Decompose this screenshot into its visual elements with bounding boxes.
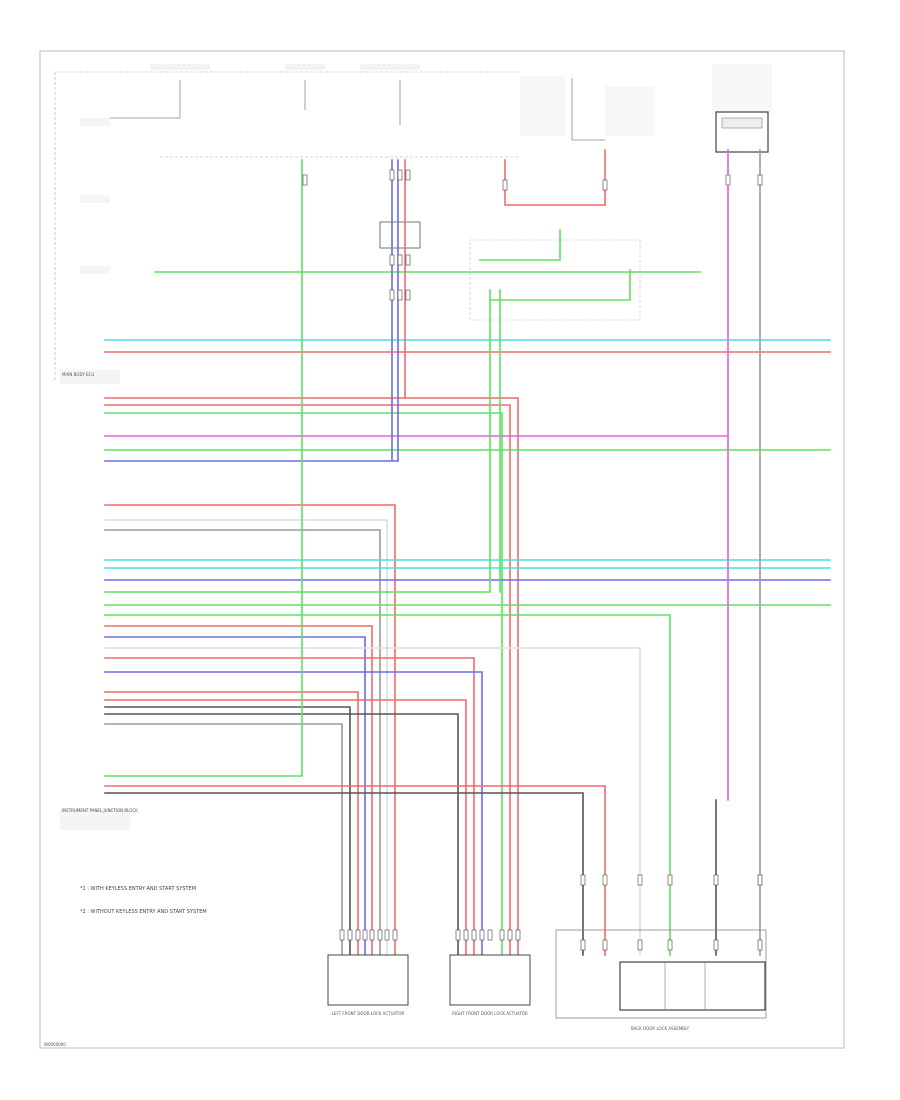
connector-38 [637,939,643,951]
wire-gray-h1 [104,529,381,956]
connector-28 [507,929,513,941]
left-front-door-actuator-box [327,954,409,1006]
wire-green-h7 [104,159,303,777]
connector-18 [369,929,375,941]
label-back-door-lock: BACK DOOR LOCK ASSEMBLY [631,1026,690,1031]
connector-21 [392,929,398,941]
connector-0 [302,174,308,186]
footer-code: W0000000 [44,1042,66,1047]
connector-7 [757,174,763,186]
wire-gray-h2 [104,723,343,956]
note-2: *2 : WITHOUT KEYLESS ENTRY AND START SYS… [80,909,207,915]
connector-23 [463,929,469,941]
back-door-lock-inner-box [619,961,766,1011]
label-main-body-ecu: MAIN BODY ECU [62,372,94,377]
wire-blue-h4 [104,671,483,956]
wire-red-h7 [104,691,359,956]
connector-2 [397,169,403,181]
wire-green-v1 [479,229,561,261]
wire-green-v2 [489,269,631,301]
connector-1 [389,169,395,181]
connector-39 [667,939,673,951]
wire-blue-h1 [104,159,399,462]
connector-24 [471,929,477,941]
connector-29 [515,929,521,941]
connector-22 [455,929,461,941]
label-left-front-door-actuator: LEFT FRONT DOOR LOCK ACTUATOR [332,1011,405,1016]
right-front-door-actuator-box [449,954,531,1006]
door-lock-switch-box [469,239,641,321]
wire-dark-h2 [104,713,459,956]
connector-11 [389,289,395,301]
wire-light-h1 [104,519,388,956]
connector-10 [405,254,411,266]
connector-35 [757,874,763,886]
label-right-front-door-actuator: RIGHT FRONT DOOR LOCK ACTUATOR [452,1011,528,1016]
connector-4 [502,179,508,191]
connector-41 [757,939,763,951]
wire-green-h2 [104,412,503,956]
label-junction-block: INSTRUMENT PANEL JUNCTION BLOCK [62,808,138,813]
wire-green-h4 [104,289,491,593]
connector-5 [602,179,608,191]
wire-dark-h1 [104,706,351,956]
wire-red-h6 [104,657,475,956]
wire-light-h2 [104,647,641,956]
connector-15 [347,929,353,941]
connector-27 [499,929,505,941]
fuse-drops [110,78,605,141]
back-door-lock-outer-box [555,929,767,1019]
connector-32 [637,874,643,886]
wire-red-h2 [104,397,519,956]
connector-12 [397,289,403,301]
connector-14 [339,929,345,941]
connector-25 [479,929,485,941]
wire-blue-h3 [104,636,366,956]
connector-17 [362,929,368,941]
wire-dark-h3 [104,792,584,956]
connector-8 [389,254,395,266]
connector-30 [580,874,586,886]
wire-red-h8 [104,699,467,956]
connector-3 [405,169,411,181]
wire-green-h6 [104,614,671,956]
header-labels [60,64,772,830]
connector-19 [377,929,383,941]
wires [104,149,831,956]
connector-36 [580,939,586,951]
wire-red-h9 [104,785,606,956]
wire-red-h5 [104,625,373,956]
connector-6 [725,174,731,186]
connectors [302,169,763,951]
connector-26 [487,929,493,941]
wire-magenta-h1 [104,149,729,437]
diagram-frame [39,50,845,1049]
connector-34 [713,874,719,886]
connector-9 [397,254,403,266]
connector-13 [405,289,411,301]
connector-20 [384,929,390,941]
connector-33 [667,874,673,886]
connector-40 [713,939,719,951]
wire-red-h3 [104,404,511,956]
connector-31 [602,874,608,886]
note-1: *1 : WITH KEYLESS ENTRY AND START SYSTEM [80,886,196,892]
connector-16 [355,929,361,941]
junction-block-box [379,221,421,249]
connector-37 [602,939,608,951]
wire-red-h4 [104,504,396,956]
wire-red-v2 [504,149,606,206]
